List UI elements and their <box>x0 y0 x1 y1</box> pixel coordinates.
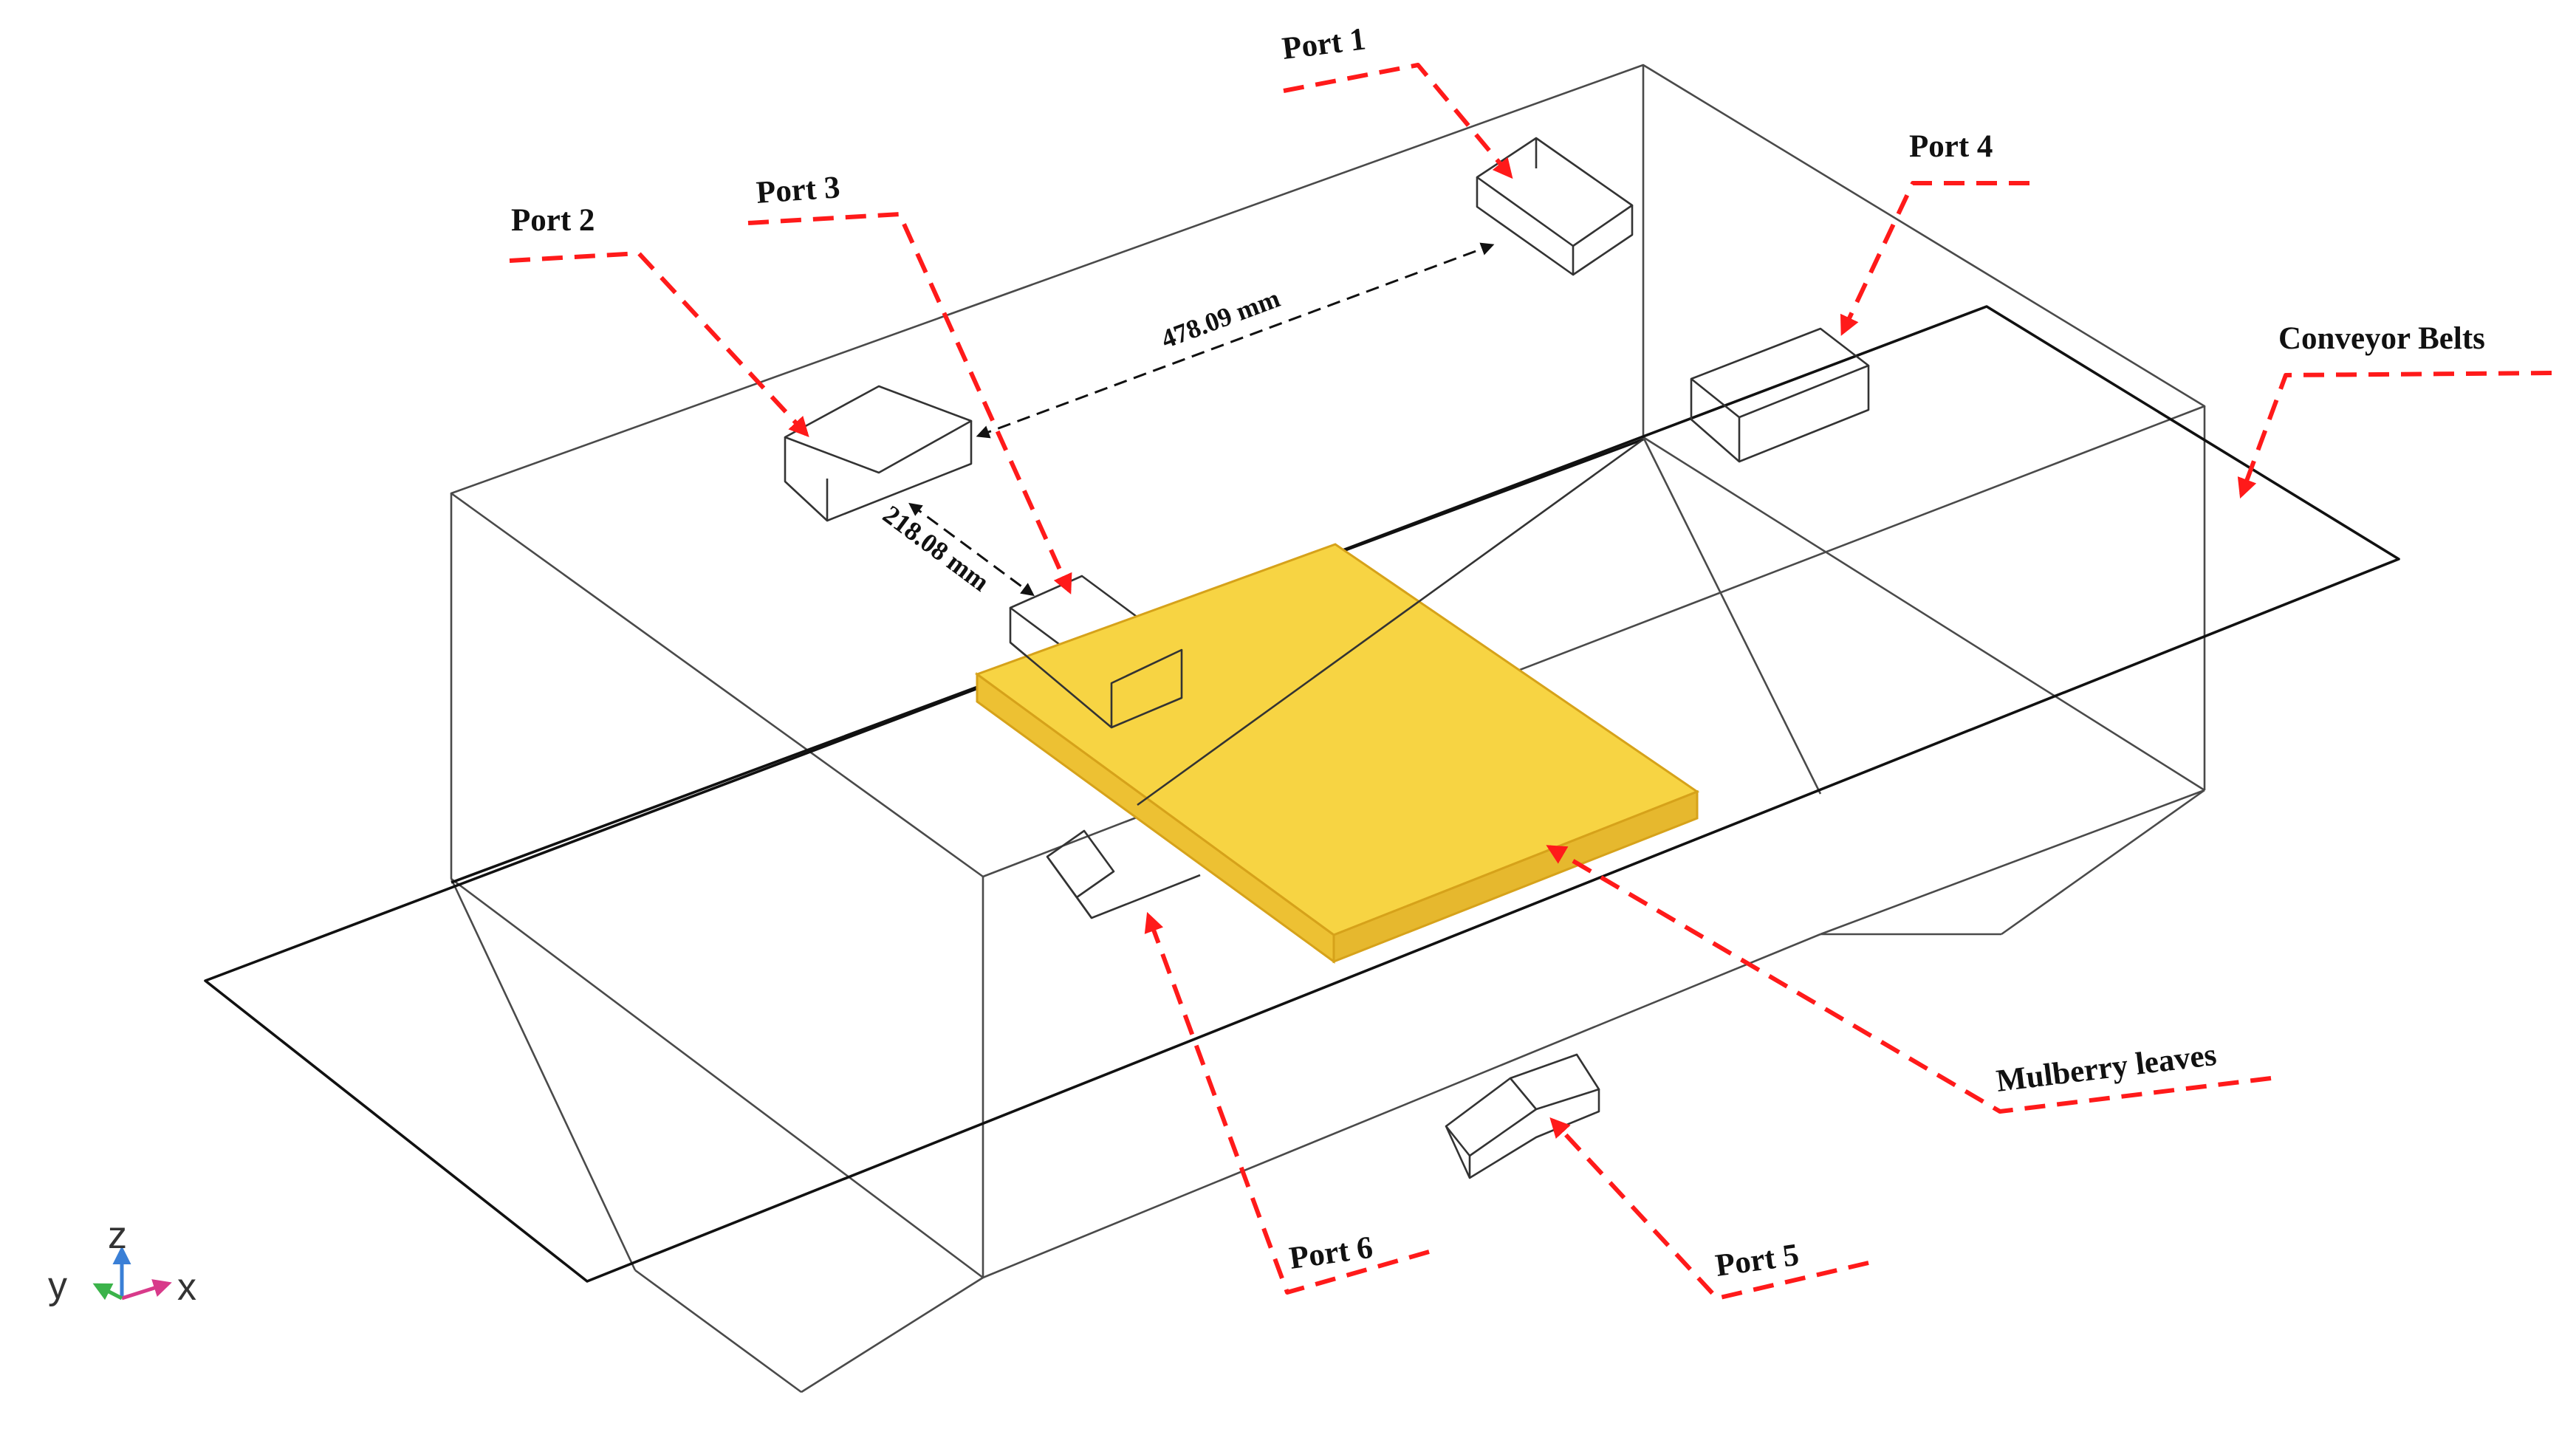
label-port-4: Port 4 <box>1909 129 1993 164</box>
port-1-box <box>1476 137 1634 276</box>
label-port-2: Port 2 <box>511 203 595 238</box>
axis-label-y: y <box>48 1264 67 1307</box>
axis-label-x: x <box>177 1266 196 1309</box>
label-port-5: Port 5 <box>1713 1238 1801 1284</box>
leader-mulberry <box>1546 845 2272 1114</box>
hopper-bottom-slope <box>982 933 1821 1279</box>
leader-port-6 <box>1144 911 1430 1295</box>
leader-port-3 <box>747 212 1072 594</box>
hopper-right-slope <box>2001 789 2205 936</box>
dimension-port2-port1: 478.09 mm <box>976 242 1495 439</box>
hopper-bottom-front <box>801 1276 984 1394</box>
chamber-mid-right <box>1820 789 2205 936</box>
port-6-box <box>1046 829 1201 919</box>
leaves-front-face <box>1332 789 1699 964</box>
axis-label-z: z <box>108 1214 127 1257</box>
dimension-port2-port3: 218.08 mm <box>877 499 1035 597</box>
leader-port-4 <box>1840 181 2029 336</box>
axis-x-arrow <box>121 1279 172 1301</box>
leaves-top-face <box>974 543 1700 936</box>
mulberry-leaves-slab <box>974 438 1700 964</box>
dimension-label-478: 478.09 mm <box>1157 283 1284 354</box>
chamber-mid-left <box>451 877 984 1279</box>
axis-y-arrow <box>92 1283 123 1301</box>
chamber-wireframe <box>450 64 2206 1394</box>
port-2-box <box>784 385 973 522</box>
leader-port-5 <box>1549 1117 1869 1301</box>
leader-port-1 <box>1283 63 1513 179</box>
leader-port-2 <box>509 251 809 437</box>
leader-lines <box>509 63 2552 1301</box>
label-port-3: Port 3 <box>755 170 840 210</box>
label-port-1: Port 1 <box>1280 21 1367 66</box>
axis-triad: y z x <box>48 1214 196 1309</box>
port-4-box <box>1690 327 1870 463</box>
leader-conveyor <box>2237 371 2552 499</box>
hopper-left-slope <box>450 878 637 1271</box>
label-mulberry-leaves: Mulberry leaves <box>1994 1038 2218 1099</box>
hopper-back-slope <box>1642 436 1822 795</box>
port-5-box <box>1445 1053 1600 1179</box>
hopper-front-left <box>634 1269 802 1394</box>
dimension-label-218: 218.08 mm <box>877 499 995 597</box>
label-conveyor-belts: Conveyor Belts <box>2278 321 2485 356</box>
chamber-mid-back <box>1642 436 2205 792</box>
